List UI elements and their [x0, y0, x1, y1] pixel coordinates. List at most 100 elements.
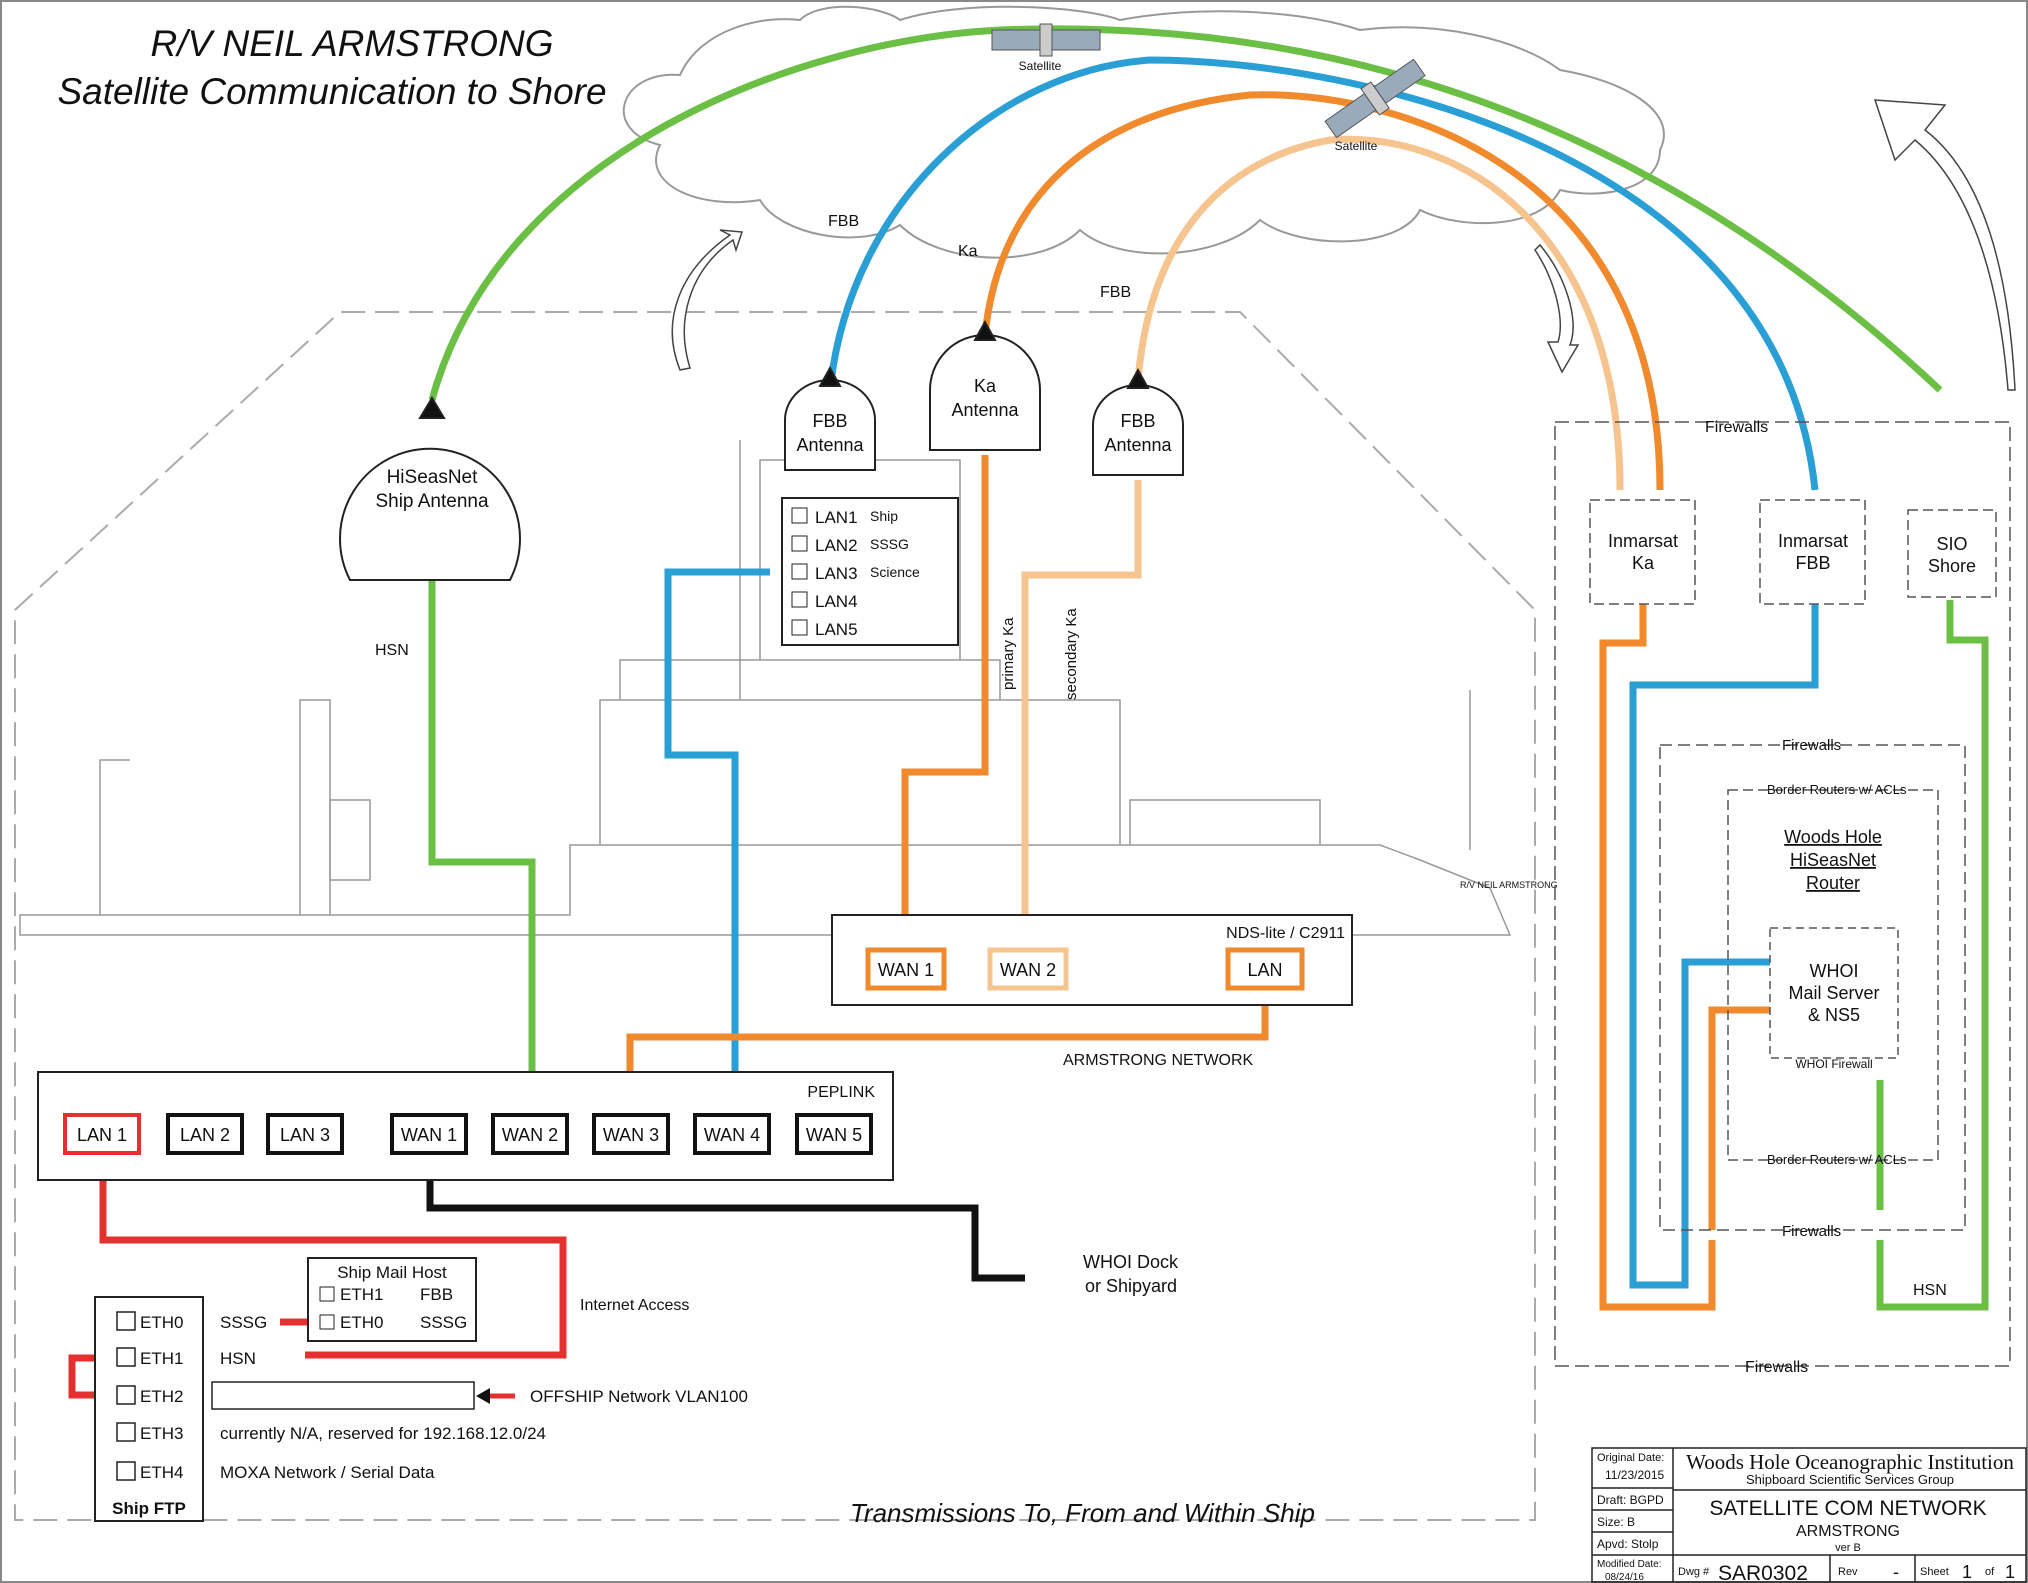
peplink-port: [266, 1113, 344, 1155]
whoi-dock-black: [426, 1150, 1025, 1282]
tb-modified-label: Modified Date:: [1597, 1559, 1661, 1570]
peplink-port-label: WAN 2: [502, 1125, 558, 1145]
mail-host-title: Ship Mail Host: [337, 1263, 447, 1282]
satellite-label-2: Satellite: [1335, 139, 1378, 153]
peplink-port: [795, 1113, 873, 1155]
border-routers-top: Border Routers w/ ACLs: [1767, 782, 1907, 797]
shore-fbb-blue: [1629, 600, 1819, 1289]
armstrong-network-label: ARMSTRONG NETWORK: [1063, 1052, 1254, 1069]
ship-drawing: [19, 440, 1512, 936]
curved-arrow-icon-shore: [1873, 99, 2016, 391]
fbb-link-label: FBB: [828, 213, 859, 230]
firewalls-label-top: Firewalls: [1705, 419, 1768, 436]
lan-port: LAN5: [815, 620, 858, 639]
ftp-port-label: SSSG: [220, 1313, 267, 1332]
fbb-blue-ship: [664, 568, 770, 1115]
lan-port: LAN4: [815, 592, 858, 611]
mail-eth1-label: FBB: [420, 1285, 453, 1304]
ship-name-label: R/V NEIL ARMSTRONG: [1460, 880, 1558, 890]
satellite-label-1: Satellite: [1019, 59, 1062, 73]
nds-lan: [1225, 947, 1305, 991]
tb-sheet: 1: [1962, 1562, 1972, 1582]
lan-label: Science: [870, 564, 920, 580]
tb-original-label: Original Date:: [1597, 1452, 1664, 1464]
hsn-link-label: HSN: [375, 642, 409, 659]
ftp-port: ETH0: [140, 1313, 183, 1332]
peplink-port: [592, 1113, 670, 1155]
nds-wan2-label: WAN 2: [1000, 960, 1056, 980]
tb-size: Size: B: [1597, 1515, 1635, 1529]
sio-label-1: SIO: [1936, 534, 1967, 554]
mail-eth1: ETH1: [340, 1285, 383, 1304]
ftp-port-label: HSN: [220, 1349, 256, 1368]
hsn-shore-label: HSN: [1913, 1282, 1947, 1299]
mail-host-box: [307, 1257, 477, 1342]
ftp-port: ETH1: [140, 1349, 183, 1368]
inner-firewalls-bottom: Firewalls: [1782, 1223, 1841, 1240]
inmarsat-ka-box: [1589, 499, 1696, 605]
whoi-firewall-label: WHOI Firewall: [1795, 1057, 1872, 1071]
hsn-green-link: [428, 25, 1943, 401]
tb-dwg-label: Dwg #: [1678, 1566, 1710, 1578]
lan-port: LAN2: [815, 536, 858, 555]
ka-label-2: Antenna: [951, 400, 1019, 420]
peplink-port: [693, 1113, 771, 1155]
fbb1-label-1: FBB: [812, 411, 847, 431]
tb-title: SATELLITE COM NETWORK: [1709, 1497, 1986, 1520]
tb-dwg: SAR0302: [1718, 1562, 1808, 1583]
whoi-dock-label-2: or Shipyard: [1085, 1276, 1177, 1296]
satellite-icon-2: [1324, 58, 1426, 139]
nds-wan1-label: WAN 1: [878, 960, 934, 980]
router-label-3: Router: [1806, 873, 1860, 893]
fbb2-lightorange-ship: [1021, 480, 1142, 955]
peplink-port-label: LAN 1: [77, 1125, 127, 1145]
hiseasnet-label-2: Ship Antenna: [375, 491, 488, 512]
ftp-port: ETH4: [140, 1463, 183, 1482]
peplink-title: PEPLINK: [807, 1084, 875, 1101]
mail-eth0: ETH0: [340, 1313, 383, 1332]
inner-firewall: [1659, 744, 1966, 1231]
tb-apvd: Apvd: Stolp: [1597, 1537, 1659, 1551]
ftp-port: ETH3: [140, 1424, 183, 1443]
peplink-port: [63, 1113, 141, 1155]
satellite-icon-1: [991, 23, 1101, 57]
lan-box: [781, 497, 959, 646]
mail-eth0-label: SSSG: [420, 1313, 467, 1332]
inmarsat-fbb-box: [1759, 499, 1866, 605]
peplink-port-label: WAN 5: [806, 1125, 862, 1145]
primary-ka-label: primary Ka: [1000, 617, 1017, 690]
secondary-ka-label: secondary Ka: [1063, 608, 1080, 700]
tb-draft: Draft: BGPD: [1597, 1493, 1664, 1507]
ftp-port-label: currently N/A, reserved for 192.168.12.0…: [220, 1424, 546, 1443]
links: [68, 25, 1989, 1399]
border-routers-bottom: Border Routers w/ ACLs: [1767, 1152, 1907, 1167]
shore-firewall-outer: [1554, 421, 2011, 1367]
tb-of: 1: [2005, 1562, 2015, 1582]
peplink-port: [390, 1113, 468, 1155]
nds-wan1: [865, 947, 947, 991]
nds-lan-label: LAN: [1247, 960, 1282, 980]
tb-group: Shipboard Scientific Services Group: [1746, 1472, 1954, 1487]
tb-rev: -: [1893, 1562, 1899, 1582]
peplink-port-label: WAN 3: [603, 1125, 659, 1145]
hiseasnet-antenna: [339, 447, 521, 581]
ftp-box: [94, 1296, 204, 1522]
ftp-port-box: [116, 1422, 136, 1442]
tb-sheet-label: Sheet: [1920, 1566, 1949, 1578]
router-label-2: HiSeasNet: [1790, 850, 1876, 870]
fbb-link-label-2: FBB: [1100, 284, 1131, 301]
tb-rev-label: Rev: [1838, 1566, 1858, 1578]
tb-modified: 08/24/16: [1605, 1572, 1644, 1583]
ftp-port: ETH2: [140, 1387, 183, 1406]
inmarsat-ka-label-1: Inmarsat: [1608, 531, 1678, 551]
lan-label: Ship: [870, 508, 898, 524]
ka-label-1: Ka: [974, 376, 997, 396]
internet-access-label: Internet Access: [580, 1297, 689, 1314]
inmarsat-ka-label-2: Ka: [1632, 553, 1655, 573]
peplink-port-label: LAN 3: [280, 1125, 330, 1145]
hiseasnet-label-1: HiSeasNet: [387, 467, 479, 488]
title-line-2: Satellite Communication to Shore: [57, 71, 606, 112]
